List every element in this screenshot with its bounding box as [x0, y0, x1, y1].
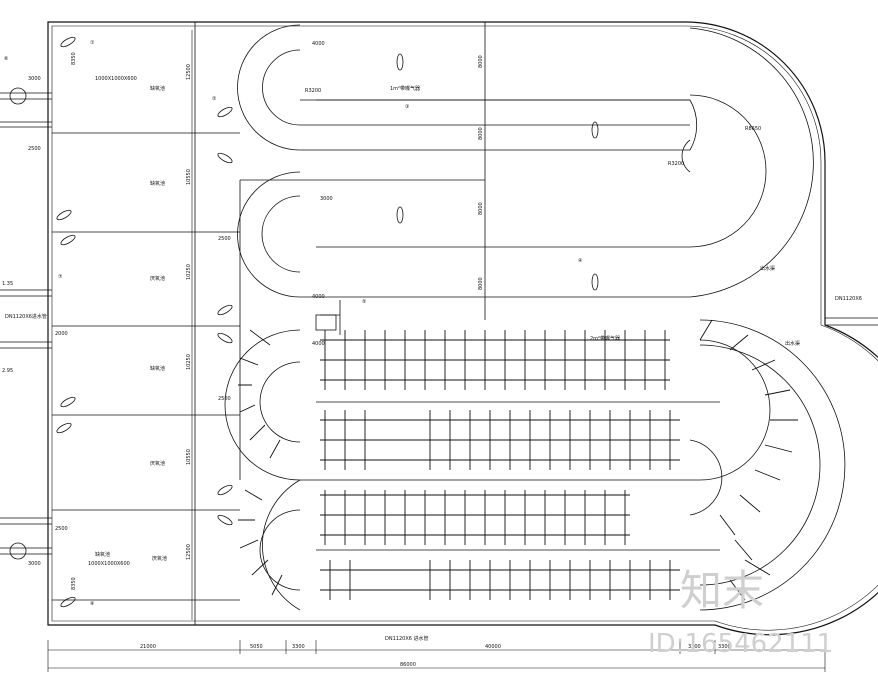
left-side-pipe-label: DN1120X6进水管	[5, 313, 47, 320]
right-label: 出水渠	[760, 265, 775, 272]
dim-top-4: 4000	[312, 341, 325, 347]
tank-labels: 1000X1000X600 缺氧池 缺氧池 厌氧池 缺氧池 厌氧池 1000X1…	[5, 76, 862, 642]
dim-left-7: 3000	[28, 561, 41, 567]
dimension-texts: 4000 3000 4000 4000 21000 5050 3300 4000…	[2, 41, 731, 668]
callout-5: ⑤	[362, 299, 366, 305]
dim-left-6: 2500	[55, 526, 68, 532]
aerator-grid	[320, 330, 680, 600]
dim-left-small-2: 2.95	[2, 368, 13, 374]
dim-bottom-2: 5050	[250, 644, 263, 650]
outer-tank-wall	[47, 21, 878, 636]
outlet-pipe-label: DN1120X6	[835, 296, 862, 302]
dim-vert-0: 8350	[71, 52, 77, 65]
callout-1: ①	[90, 40, 95, 46]
dim-vert-2: 10550	[186, 169, 192, 185]
dim-left-3: 2500	[218, 236, 231, 242]
bottom-pipe-label: DN1120X6 进水管	[385, 635, 429, 642]
dim-top-3: 4000	[312, 294, 325, 300]
dim-left-1: 3000	[28, 76, 41, 82]
dimension-lines	[47, 30, 826, 672]
dim-vert-7: 8350	[71, 577, 77, 590]
vertical-dimension-texts: 12500 10550 10250 10250 10550 12500 8350…	[71, 52, 484, 590]
callout-6: ⑥	[4, 56, 9, 62]
pipes	[0, 87, 878, 560]
radius-label-1: R3200	[305, 88, 321, 94]
middle-label-3: 缺氧池	[150, 365, 165, 372]
dim-bottom-6: 3300	[718, 644, 731, 650]
upper-tank-label: 缺氧池	[150, 85, 165, 92]
upper-pipe-label: 1000X1000X600	[95, 76, 137, 82]
dim-bottom-5: 3300	[688, 644, 701, 650]
middle-label-2: 厌氧池	[150, 275, 165, 282]
middle-label-1: 缺氧池	[150, 180, 165, 187]
dim-left-2: 2500	[28, 146, 41, 152]
lower-tank-label-2: 厌氧池	[152, 555, 167, 562]
dim-left-small-1: 1.35	[2, 281, 13, 287]
dim-vert-3: 10250	[186, 264, 192, 280]
callout-markers: ① ② ③ ④ ⑤ ⑥ ⑦ ⑧	[4, 40, 583, 607]
lower-pipe-label: 1000X1000X600	[88, 561, 130, 567]
left-compartments	[52, 22, 241, 625]
mixer-symbols	[56, 36, 599, 608]
radius-label-3: R3200	[668, 161, 684, 167]
dim-mid-1: 8000	[478, 55, 484, 68]
dim-mid-3: 8000	[478, 202, 484, 215]
callout-3: ③	[405, 104, 409, 110]
radial-aerators	[238, 319, 798, 601]
dim-bottom-4: 40000	[485, 644, 501, 650]
callout-2: ②	[212, 96, 217, 102]
dim-total: 86000	[400, 662, 416, 668]
callout-4: ④	[578, 258, 583, 264]
dim-vert-5: 10550	[186, 449, 192, 465]
dim-vert-1: 12500	[186, 64, 192, 80]
upper-ditch	[237, 22, 814, 320]
dim-mid-4: 8000	[478, 277, 484, 290]
dim-left-5: 2000	[55, 331, 68, 337]
watermark-logo: 知末	[680, 566, 764, 615]
dim-mid-2: 8000	[478, 127, 484, 140]
callout-8: ⑧	[90, 601, 95, 607]
right-label-2: 出水渠	[785, 340, 800, 347]
radius-label-2: R8650	[745, 126, 761, 132]
callout-7: ⑦	[58, 274, 63, 280]
lower-tank-label: 缺氧池	[95, 551, 110, 558]
aerator-lower-label: 2m²带曝气器	[590, 335, 620, 342]
middle-label-4: 厌氧池	[150, 460, 165, 467]
dim-vert-4: 10250	[186, 354, 192, 370]
dim-top-1: 4000	[312, 41, 325, 47]
dim-bottom-3: 3300	[292, 644, 305, 650]
dim-left-4: 2500	[218, 396, 231, 402]
watermark-id: ID:165462111	[648, 629, 833, 659]
dim-vert-6: 12500	[186, 544, 192, 560]
aerator-upper-label: 1m²带曝气器	[390, 85, 420, 92]
outer-tank-wall-inner	[51, 25, 878, 631]
dim-top-2: 3000	[320, 196, 333, 202]
lower-ditch	[224, 319, 846, 611]
dim-bottom-1: 21000	[140, 644, 156, 650]
